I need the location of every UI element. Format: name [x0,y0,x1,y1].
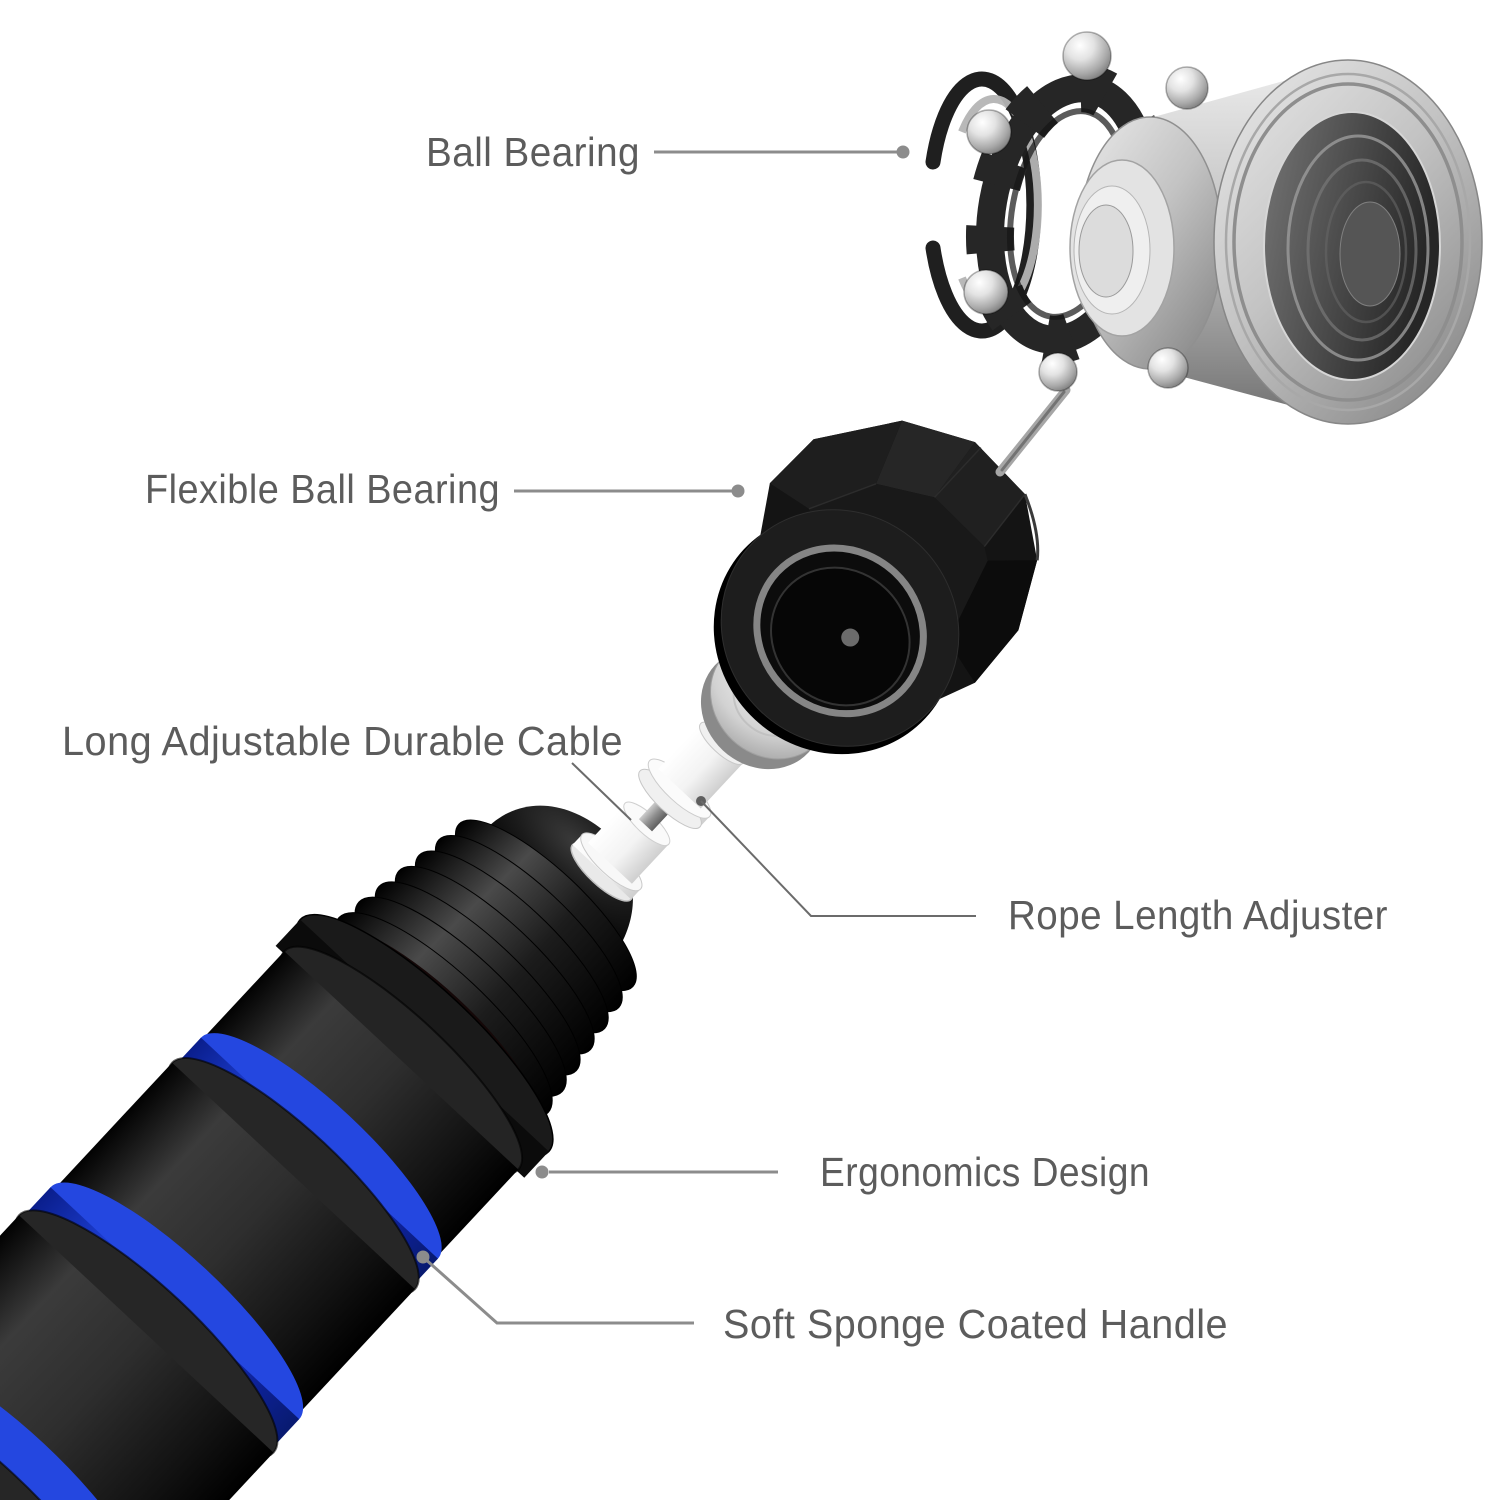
steel-balls [963,31,1209,392]
rope-adjuster-leader [700,800,976,917]
ergonomics-dot [535,1165,549,1179]
leader-lines [416,145,910,1325]
ball-bearing-assembly [925,31,1483,425]
label-soft-sponge-coated-handle: Soft Sponge Coated Handle [723,1301,1228,1347]
flexible-ball-bearing-cap [713,420,1040,755]
cable-leader [571,762,632,821]
outer-race-c-ring [925,71,1042,339]
label-rope-length-adjuster: Rope Length Adjuster [1008,892,1388,938]
label-long-adjustable-durable-cable: Long Adjustable Durable Cable [62,718,623,764]
soft-sponge-leader [422,1255,694,1325]
lower-white-cylinder [588,803,669,884]
label-ergonomics-design: Ergonomics Design [820,1149,1150,1195]
handle-assembly [0,805,637,1500]
thin-leader-lines [571,762,976,917]
ball-bearing-dot [896,145,910,159]
cap-bore [770,566,911,707]
labels: Ball Bearing Flexible Ball Bearing Long … [62,129,1388,1347]
connecting-rod [995,385,1071,477]
flexible-ball-bearing-dot [731,484,745,498]
label-ball-bearing: Ball Bearing [426,129,640,175]
soft-sponge-handle [0,945,524,1500]
label-flexible-ball-bearing: Flexible Ball Bearing [145,466,500,512]
